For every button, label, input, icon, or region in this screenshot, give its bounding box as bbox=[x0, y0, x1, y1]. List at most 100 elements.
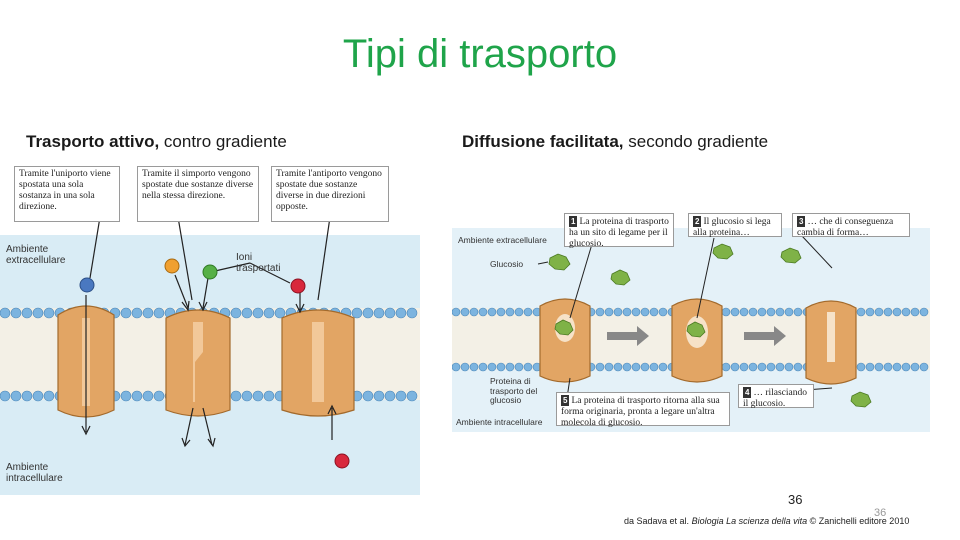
lipid-head bbox=[505, 362, 515, 372]
lipid-head bbox=[487, 307, 497, 317]
lipid-head bbox=[230, 390, 242, 402]
lipid-head bbox=[649, 307, 659, 317]
lipid-head bbox=[883, 307, 893, 317]
right-heading-rest: secondo gradiente bbox=[623, 132, 769, 151]
ion-green bbox=[202, 264, 218, 280]
lipid-head bbox=[748, 307, 758, 317]
lipid-head bbox=[901, 307, 911, 317]
lipid-head bbox=[252, 307, 264, 319]
lipid-head bbox=[384, 307, 396, 319]
lipid-head bbox=[766, 362, 776, 372]
lipid-head bbox=[631, 307, 641, 317]
lipid-head bbox=[263, 307, 275, 319]
lipid-head bbox=[373, 307, 385, 319]
lipid-head bbox=[910, 307, 920, 317]
glucose-released bbox=[850, 391, 872, 408]
lipid-head bbox=[351, 307, 363, 319]
lipid-head bbox=[496, 362, 506, 372]
lipid-head bbox=[613, 362, 623, 372]
step-5-text: La proteina di trasporto ritorna alla su… bbox=[561, 396, 720, 428]
lipid-head bbox=[252, 390, 264, 402]
symporter-protein bbox=[165, 309, 231, 417]
lipid-head bbox=[32, 390, 44, 402]
lipid-head bbox=[730, 307, 740, 317]
label-ambiente-extracellulare-left: Ambiente extracellulare bbox=[6, 244, 66, 266]
lipid-head bbox=[874, 307, 884, 317]
ion-red-released bbox=[334, 453, 350, 469]
lipid-head bbox=[505, 307, 515, 317]
lipid-head bbox=[793, 307, 803, 317]
lipid-head bbox=[120, 390, 132, 402]
lipid-head bbox=[892, 307, 902, 317]
label-ioni-trasportati: Ioni trasportati bbox=[236, 252, 281, 274]
lipid-head bbox=[241, 390, 253, 402]
lipid-head bbox=[0, 307, 11, 319]
lipid-head bbox=[263, 390, 275, 402]
credit-italic: Biologia La scienza della vita bbox=[691, 516, 808, 526]
step-5-number: 5 bbox=[561, 395, 570, 406]
ion-orange bbox=[164, 258, 180, 274]
lipid-head bbox=[153, 390, 165, 402]
lipid-head bbox=[910, 362, 920, 372]
step-1-text: La proteina di trasporto ha un sito di l… bbox=[569, 217, 669, 249]
step-4-text: … rilasciando il glucosio. bbox=[743, 388, 808, 409]
lipid-head bbox=[622, 307, 632, 317]
label-ambiente-extracellulare-right: Ambiente extracellulare bbox=[458, 235, 547, 245]
glucose-1 bbox=[548, 253, 571, 271]
lipid-head bbox=[739, 362, 749, 372]
glucose-bound-1 bbox=[554, 319, 574, 336]
lipid-head bbox=[142, 307, 154, 319]
lipid-head bbox=[766, 307, 776, 317]
left-heading-bold: Trasporto attivo, bbox=[26, 132, 160, 151]
lipid-head bbox=[640, 362, 650, 372]
lipid-head bbox=[395, 390, 407, 402]
glucose-bound-2 bbox=[686, 321, 706, 338]
step-3-text: … che di conseguenza cambia di forma… bbox=[797, 217, 894, 238]
lipid-head bbox=[362, 390, 374, 402]
lipid-head bbox=[43, 390, 55, 402]
step-2-text: Il glucosio si lega alla proteina… bbox=[693, 217, 771, 238]
page-number: 36 bbox=[788, 492, 803, 507]
lipid-head bbox=[604, 307, 614, 317]
lipid-head bbox=[793, 362, 803, 372]
step-1-number: 1 bbox=[569, 216, 578, 227]
lipid-head bbox=[901, 362, 911, 372]
slide-title: Tipi di trasporto bbox=[342, 32, 618, 76]
lipid-head bbox=[631, 362, 641, 372]
lipid-head bbox=[748, 362, 758, 372]
lipid-head bbox=[460, 362, 470, 372]
lipid-head bbox=[384, 390, 396, 402]
lipid-head bbox=[919, 307, 929, 317]
lipid-head bbox=[241, 307, 253, 319]
credit-pre: da Sadava et al. bbox=[624, 516, 692, 526]
glucose-4 bbox=[780, 247, 802, 264]
callout-antiporto: Tramite l'antiporto vengono spostate due… bbox=[271, 166, 389, 222]
lipid-head bbox=[865, 362, 875, 372]
lipid-head bbox=[10, 390, 22, 402]
lipid-head bbox=[43, 307, 55, 319]
lipid-head bbox=[142, 390, 154, 402]
ion-blue bbox=[79, 277, 95, 293]
lipid-head bbox=[892, 362, 902, 372]
glucose-transporter-2 bbox=[671, 298, 723, 383]
left-heading: Trasporto attivo, contro gradiente bbox=[26, 132, 287, 152]
step-2-number: 2 bbox=[693, 216, 702, 227]
credit-post: © Zanichelli editore 2010 bbox=[807, 516, 910, 526]
transport-arrows bbox=[81, 216, 337, 448]
left-heading-rest: contro gradiente bbox=[159, 132, 287, 151]
lipid-head bbox=[153, 307, 165, 319]
glucose-3 bbox=[712, 243, 734, 260]
label-ambiente-intracellulare-right: Ambiente intracellulare bbox=[456, 417, 543, 427]
callout-uniporto: Tramite l'uniporto viene spostata una so… bbox=[14, 166, 120, 222]
lipid-head bbox=[32, 307, 44, 319]
lipid-head bbox=[775, 362, 785, 372]
lipid-head bbox=[757, 362, 767, 372]
lipid-head bbox=[21, 307, 33, 319]
lipid-head bbox=[721, 362, 731, 372]
glucose-transporter-3 bbox=[805, 300, 857, 385]
page-number-ghost: 36 bbox=[874, 507, 887, 519]
lipid-head bbox=[514, 307, 524, 317]
